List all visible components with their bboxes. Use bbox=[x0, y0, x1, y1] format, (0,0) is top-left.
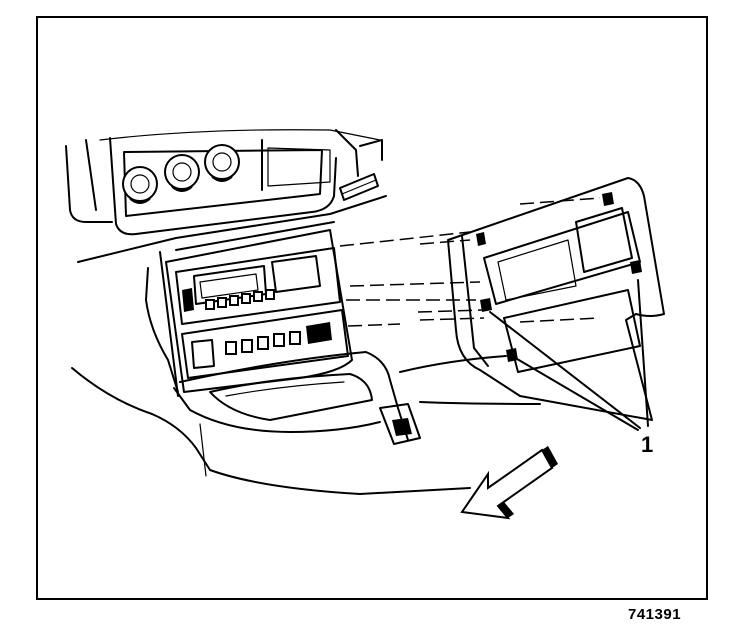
knob-left bbox=[122, 166, 158, 204]
radio-unit bbox=[175, 247, 341, 325]
instrument-panel-bezel bbox=[447, 177, 665, 421]
knob-right bbox=[204, 144, 240, 182]
console-storage-tray bbox=[173, 351, 541, 445]
direction-arrow bbox=[460, 446, 558, 520]
figure-number: 741391 bbox=[628, 606, 682, 623]
diagram-frame bbox=[36, 16, 708, 600]
callout-label-1: 1 bbox=[641, 432, 654, 457]
climate-control-unit bbox=[181, 309, 349, 379]
alignment-lines bbox=[339, 197, 601, 327]
callout-leaders bbox=[489, 279, 649, 431]
knob-middle bbox=[164, 154, 200, 192]
dash-outline bbox=[71, 195, 471, 495]
dashboard-upper-panel bbox=[65, 129, 383, 236]
center-stack bbox=[159, 221, 353, 397]
